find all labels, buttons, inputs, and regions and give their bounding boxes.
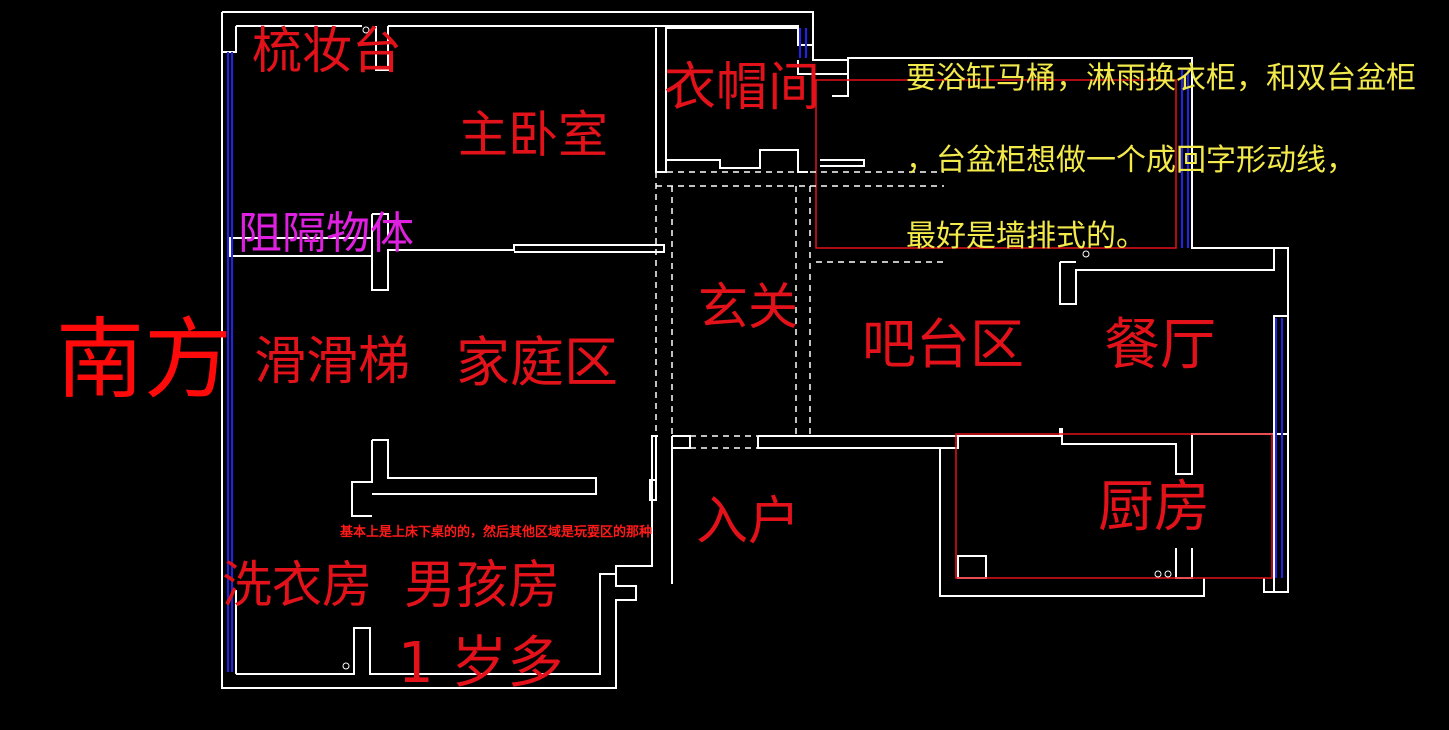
wall-bath-dining	[1059, 248, 1275, 305]
label-boys-room: 男孩房	[404, 556, 561, 616]
label-foyer: 玄关	[698, 278, 798, 336]
wall-closet	[797, 58, 865, 167]
label-partition: 阻隔物体	[238, 208, 414, 259]
note-bed: 基本上是上床下桌的的，然后其他区域是玩耍区的那种	[340, 525, 653, 540]
label-laundry: 洗衣房	[222, 556, 372, 614]
kitchen-red-outline	[955, 433, 1273, 579]
note-bath-line1: 要浴缸马桶，淋雨换衣柜，和双台盆柜	[906, 61, 1416, 96]
wall-master-right	[655, 27, 808, 173]
wall-left	[221, 12, 658, 689]
label-master-bedroom: 主卧室	[458, 106, 608, 164]
wall-stair	[957, 555, 987, 579]
south-label: 南方	[56, 308, 233, 411]
wall-kitchen-right	[1263, 316, 1289, 593]
note-bath-line2: ，台盆柜想做一个成回字形动线，	[906, 143, 1356, 178]
fixture-circle	[1154, 570, 1162, 578]
bath-red-outline	[815, 79, 1177, 249]
label-slide: 滑滑梯	[254, 332, 411, 392]
wall-boy-partition	[351, 439, 597, 517]
fixture-circle	[1164, 570, 1172, 578]
note-bath-line3: 最好是墙排式的。	[906, 219, 1146, 254]
label-kitchen: 厨房	[1098, 475, 1210, 540]
label-bar-area: 吧台区	[862, 313, 1024, 376]
label-entry: 入户	[696, 492, 801, 552]
wall-partition	[229, 213, 665, 291]
label-vanity: 梳妆台	[252, 22, 402, 80]
dashed-foyer	[655, 171, 944, 449]
wall-boy-bottom	[235, 573, 616, 675]
label-family-area: 家庭区	[456, 331, 618, 394]
fixture-circle	[362, 26, 370, 34]
label-age: 1 岁多	[398, 631, 564, 696]
fixture-circle	[1082, 250, 1090, 258]
label-dining: 餐厅	[1104, 313, 1216, 378]
fixture-circle	[342, 662, 350, 670]
wall-entry	[649, 428, 1205, 597]
wall-left-inner	[222, 26, 389, 71]
label-closet: 衣帽间	[664, 58, 821, 118]
